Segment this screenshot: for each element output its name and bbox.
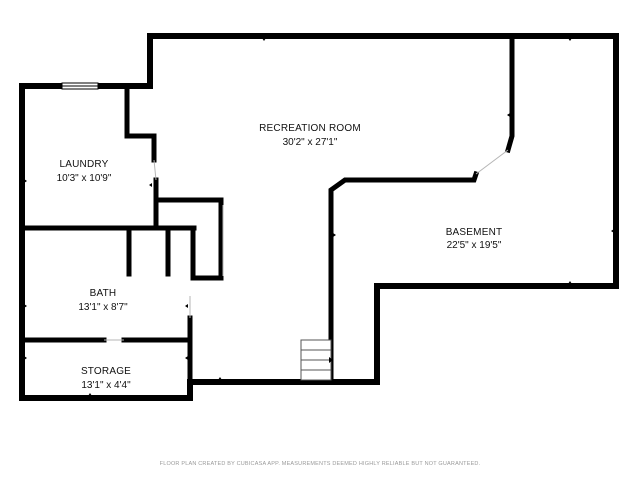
storage-name: STORAGE (81, 366, 131, 377)
door-laundry (153, 159, 157, 181)
room-label-laundry: LAUNDRY 10'3" x 10'9" (57, 159, 112, 184)
wall-closet (153, 197, 224, 281)
laundry-name: LAUNDRY (59, 159, 108, 170)
basement-name: BASEMENT (446, 227, 503, 238)
bath-name: BATH (90, 288, 117, 299)
bath-dims: 13'1" x 8'7" (78, 302, 128, 313)
laundry-dims: 10'3" x 10'9" (57, 173, 112, 184)
recreation-room-name: RECREATION ROOM (259, 123, 361, 134)
room-label-recreation-room: RECREATION ROOM 30'2" x 27'1" (259, 123, 361, 148)
staircase (300, 339, 333, 381)
room-label-basement: BASEMENT 22'5" x 19'5" (446, 227, 503, 251)
basement-dims: 22'5" x 19'5" (447, 240, 502, 251)
room-label-storage: STORAGE 13'1" x 4'4" (81, 366, 131, 391)
recreation-room-dims: 30'2" x 27'1" (283, 137, 338, 148)
room-label-bath: BATH 13'1" x 8'7" (78, 288, 128, 313)
wall-laundry-rec-top (124, 83, 157, 163)
wall-rec-basement-upper (504, 33, 515, 154)
footer-disclaimer: FLOOR PLAN CREATED BY CUBICASA APP. MEAS… (160, 461, 481, 467)
dimension-ticks (24, 38, 614, 396)
wall-rec-basement (328, 170, 480, 385)
door-rec-basement (475, 149, 509, 175)
storage-dims: 13'1" x 4'4" (81, 380, 131, 391)
